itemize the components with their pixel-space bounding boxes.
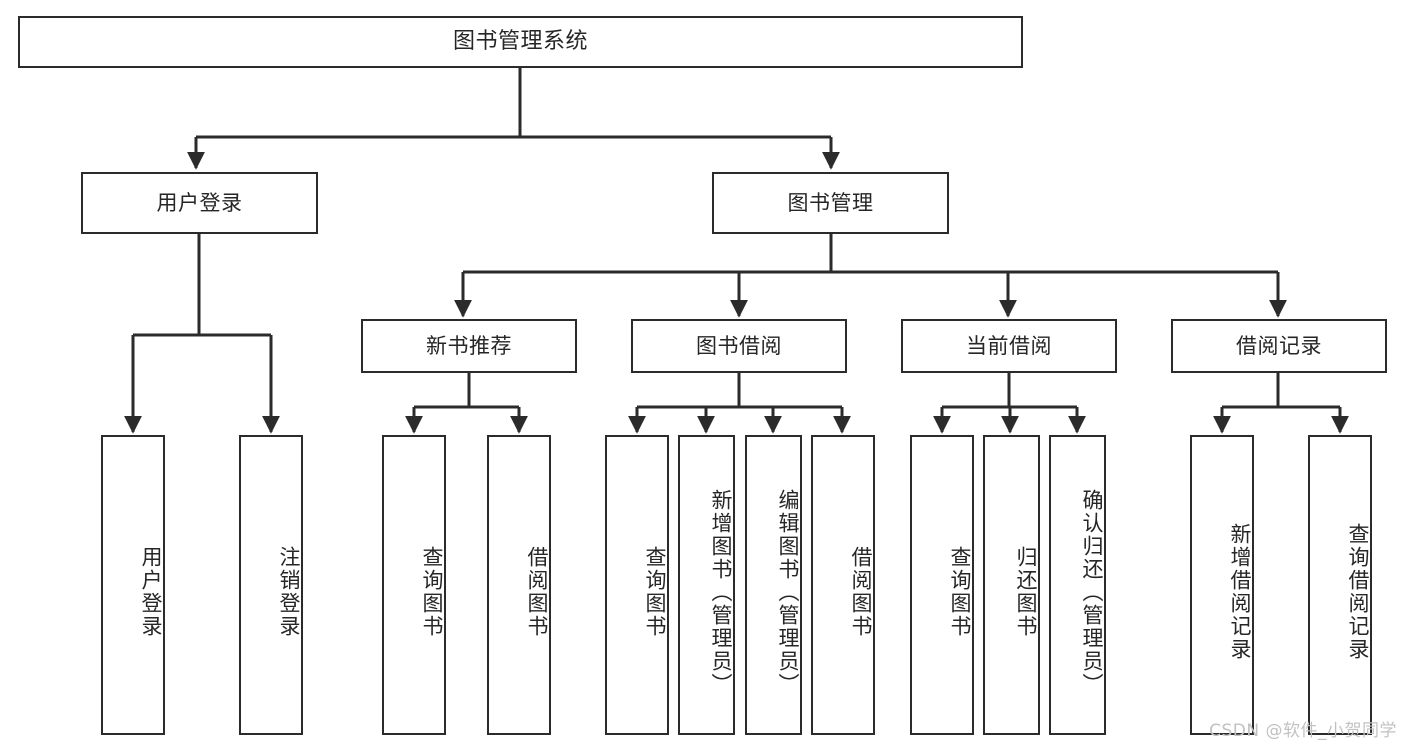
leaf-query-book-2[interactable]: 查询图书 — [605, 435, 669, 735]
leaf-label: 新增图书（管理员） — [709, 488, 733, 696]
leaf-edit-book-admin[interactable]: 编辑图书（管理员） — [745, 435, 802, 735]
node-root[interactable]: 图书管理系统 — [18, 16, 1023, 68]
leaf-add-borrow-record[interactable]: 新增借阅记录 — [1190, 435, 1254, 735]
node-current-borrow[interactable]: 当前借阅 — [901, 319, 1117, 373]
leaf-return-book[interactable]: 归还图书 — [983, 435, 1040, 735]
leaf-borrow-book-1[interactable]: 借阅图书 — [487, 435, 551, 735]
leaf-query-borrow-record[interactable]: 查询借阅记录 — [1308, 435, 1372, 735]
leaf-label: 确认归还（管理员） — [1080, 488, 1104, 696]
node-book-borrow[interactable]: 图书借阅 — [631, 319, 847, 373]
node-new-book-recommend[interactable]: 新书推荐 — [361, 319, 577, 373]
watermark: CSDN @软件_小贺同学 — [1209, 721, 1397, 741]
leaf-label: 借阅图书 — [525, 546, 549, 638]
node-book-manage[interactable]: 图书管理 — [712, 172, 949, 234]
leaf-label: 用户登录 — [139, 546, 163, 638]
leaf-label: 查询图书 — [420, 546, 444, 638]
leaf-label: 借阅图书 — [849, 546, 873, 638]
leaf-confirm-return-admin[interactable]: 确认归还（管理员） — [1049, 435, 1106, 735]
leaf-logout-login[interactable]: 注销登录 — [239, 435, 303, 735]
leaf-borrow-book-2[interactable]: 借阅图书 — [811, 435, 875, 735]
leaf-label: 编辑图书（管理员） — [776, 488, 800, 696]
leaf-query-book-1[interactable]: 查询图书 — [382, 435, 446, 735]
leaf-label: 注销登录 — [277, 546, 301, 638]
leaf-label: 归还图书 — [1014, 546, 1038, 638]
leaf-label: 新增借阅记录 — [1228, 523, 1252, 661]
node-user-login[interactable]: 用户登录 — [81, 172, 318, 234]
leaf-label: 查询图书 — [643, 546, 667, 638]
node-borrow-record[interactable]: 借阅记录 — [1171, 319, 1387, 373]
leaf-user-login[interactable]: 用户登录 — [101, 435, 165, 735]
leaf-label: 查询图书 — [948, 546, 972, 638]
leaf-add-book-admin[interactable]: 新增图书（管理员） — [678, 435, 735, 735]
leaf-query-book-3[interactable]: 查询图书 — [910, 435, 974, 735]
leaf-label: 查询借阅记录 — [1346, 523, 1370, 661]
